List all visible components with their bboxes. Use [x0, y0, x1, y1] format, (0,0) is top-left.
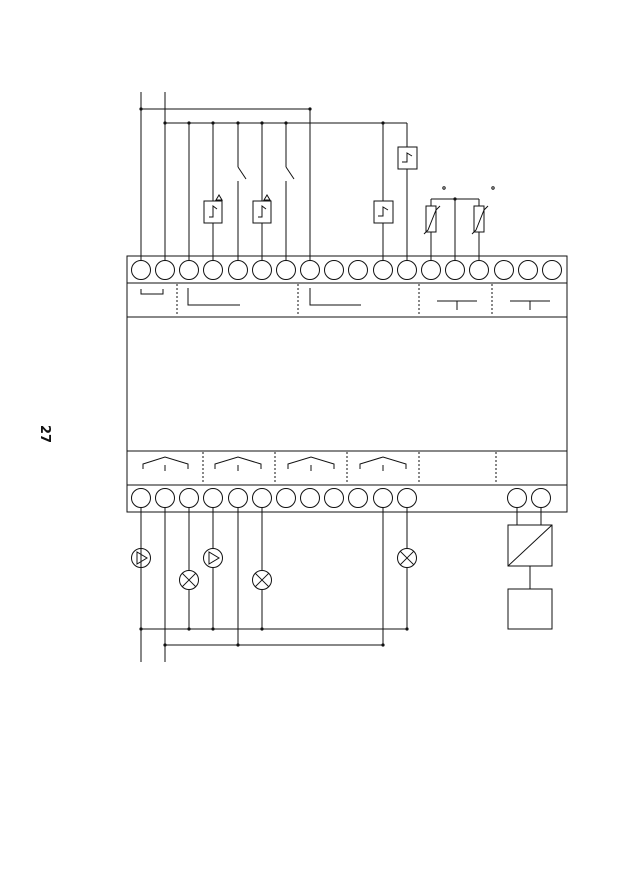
switch-1	[237, 123, 247, 261]
top-terminals	[131, 260, 562, 280]
bottom-strip-separators	[202, 452, 497, 484]
output-relay-symbols	[142, 456, 407, 471]
relay-contact-2	[397, 123, 418, 261]
pump-1	[131, 548, 151, 568]
top-strip-separators	[176, 284, 493, 316]
pressure-switch-1	[203, 123, 223, 261]
switch-2	[285, 123, 295, 261]
lamp-3	[397, 548, 417, 568]
controller-body	[126, 255, 568, 513]
converter-module	[507, 508, 553, 589]
top-supply-wiring	[139, 92, 407, 261]
bottom-terminals	[131, 488, 551, 508]
lamp-2	[252, 570, 272, 590]
relay-contact-1	[373, 123, 394, 261]
top-strip-symbols	[140, 288, 550, 310]
external-device	[507, 588, 553, 630]
bottom-wiring	[139, 508, 409, 662]
pressure-switch-2	[252, 123, 272, 261]
pump-2	[203, 548, 223, 568]
thermistor-sensors	[423, 186, 495, 261]
lamp-1	[179, 570, 199, 590]
